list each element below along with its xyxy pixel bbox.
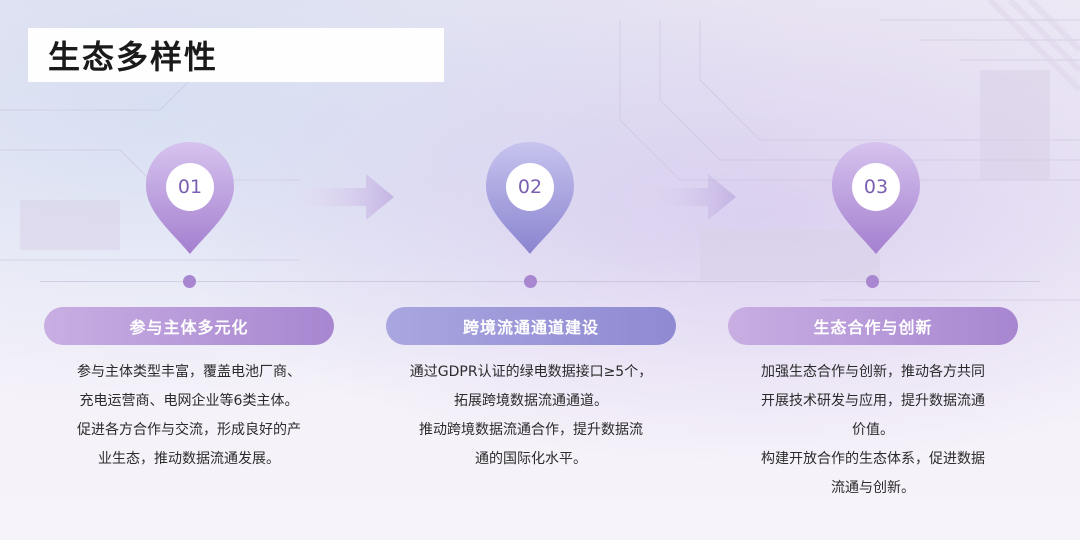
step-2-dot — [524, 275, 537, 288]
step-2-line: 通的国际化水平。 — [475, 451, 587, 467]
step-2-line: 推动跨境数据流通合作，提升数据流 — [419, 422, 643, 438]
step-1-line: 业生态，推动数据流通发展。 — [98, 451, 280, 467]
page-title: 生态多样性 — [48, 38, 219, 76]
step-1-description: 参与主体类型丰富，覆盖电池厂商、 充电运营商、电网企业等6类主体。 促进各方合作… — [44, 358, 334, 474]
step-3-number: 03 — [852, 163, 900, 211]
step-1-line: 促进各方合作与交流，形成良好的产 — [77, 422, 301, 438]
step-1-line: 参与主体类型丰富，覆盖电池厂商、 — [77, 364, 301, 380]
step-2-number: 02 — [506, 163, 554, 211]
step-3-pin-icon: 03 — [828, 140, 924, 256]
step-2-heading-pill: 跨境流通通道建设 — [386, 307, 676, 345]
step-3-line: 流通与创新。 — [831, 480, 915, 496]
step-2-line: 通过GDPR认证的绿电数据接口≥5个， — [409, 364, 653, 380]
step-3-line: 加强生态合作与创新，推动各方共同 — [761, 364, 985, 380]
step-2-description: 通过GDPR认证的绿电数据接口≥5个， 拓展跨境数据流通通道。 推动跨境数据流通… — [386, 358, 676, 474]
step-3-heading-pill: 生态合作与创新 — [728, 307, 1018, 345]
step-1-heading-pill: 参与主体多元化 — [44, 307, 334, 345]
page-title-box: 生态多样性 — [28, 28, 444, 82]
step-3-line: 构建开放合作的生态体系，促进数据 — [761, 451, 985, 467]
step-3-description: 加强生态合作与创新，推动各方共同 开展技术研发与应用，提升数据流通 价值。 构建… — [728, 358, 1018, 503]
timeline-divider — [40, 281, 1040, 282]
step-1-line: 充电运营商、电网企业等6类主体。 — [79, 393, 299, 409]
step-3-dot — [866, 275, 879, 288]
step-1-pin-icon: 01 — [142, 140, 238, 256]
step-1-dot — [183, 275, 196, 288]
step-1-number: 01 — [166, 163, 214, 211]
step-2-line: 拓展跨境数据流通通道。 — [454, 393, 608, 409]
step-1-heading: 参与主体多元化 — [129, 318, 249, 337]
step-3-line: 价值。 — [852, 422, 894, 438]
step-2-pin-icon: 02 — [482, 140, 578, 256]
step-3-line: 开展技术研发与应用，提升数据流通 — [761, 393, 985, 409]
step-3-heading: 生态合作与创新 — [813, 318, 933, 337]
step-2-heading: 跨境流通通道建设 — [462, 318, 599, 337]
arrow-right-icon — [638, 174, 736, 220]
arrow-right-icon — [296, 174, 394, 220]
